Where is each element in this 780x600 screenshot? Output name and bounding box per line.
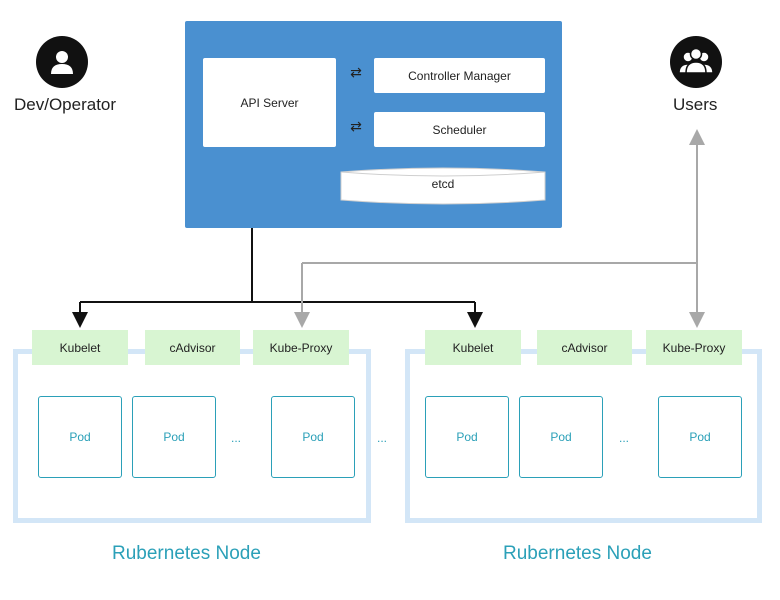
kubelet-box[interactable]: Kubelet [32, 330, 128, 365]
kube-proxy-box[interactable]: Kube-Proxy [646, 330, 742, 365]
more-pods-ellipsis: ... [231, 431, 242, 445]
more-nodes-ellipsis: ... [377, 431, 388, 445]
kube-proxy-box[interactable]: Kube-Proxy [253, 330, 349, 365]
cadvisor-label: cAdvisor [561, 340, 608, 355]
users-group-icon[interactable] [670, 36, 722, 88]
cadvisor-box[interactable]: cAdvisor [537, 330, 632, 365]
database-cylinder-icon [340, 167, 546, 205]
node-title: Rubernetes Node [503, 543, 652, 564]
dev-operator-label: Dev/Operator [14, 95, 117, 114]
pod-box[interactable]: Pod [132, 396, 216, 478]
kubelet-label: Kubelet [59, 340, 101, 355]
controller-manager-label: Controller Manager [408, 68, 511, 83]
pod-box[interactable]: Pod [658, 396, 742, 478]
user-icon[interactable] [36, 36, 88, 88]
kube-proxy-label: Kube-Proxy [662, 340, 726, 355]
pod-box[interactable]: Pod [519, 396, 603, 478]
kube-proxy-label: Kube-Proxy [269, 340, 333, 355]
pod-label: Pod [456, 430, 478, 444]
controller-manager-box[interactable]: Controller Manager [374, 58, 545, 93]
scheduler-label: Scheduler [432, 122, 487, 137]
api-server-box[interactable]: API Server [203, 58, 336, 147]
cadvisor-label: cAdvisor [169, 340, 216, 355]
bidirectional-arrows-icon: ⇄ [350, 64, 362, 80]
scheduler-box[interactable]: Scheduler [374, 112, 545, 147]
cadvisor-box[interactable]: cAdvisor [145, 330, 240, 365]
kubelet-box[interactable]: Kubelet [425, 330, 521, 365]
pod-label: Pod [302, 430, 324, 444]
pod-label: Pod [163, 430, 185, 444]
pod-label: Pod [69, 430, 91, 444]
kubelet-label: Kubelet [452, 340, 494, 355]
users-label: Users [673, 95, 718, 114]
etcd-store[interactable]: etcd [340, 166, 546, 206]
bidirectional-arrows-icon: ⇄ [350, 118, 362, 134]
etcd-label: etcd [431, 177, 455, 191]
node-title: Rubernetes Node [112, 543, 261, 564]
pod-box[interactable]: Pod [38, 396, 122, 478]
more-pods-ellipsis: ... [619, 431, 630, 445]
api-server-label: API Server [240, 95, 299, 110]
pod-label: Pod [550, 430, 572, 444]
pod-box[interactable]: Pod [271, 396, 355, 478]
pod-box[interactable]: Pod [425, 396, 509, 478]
pod-label: Pod [689, 430, 711, 444]
